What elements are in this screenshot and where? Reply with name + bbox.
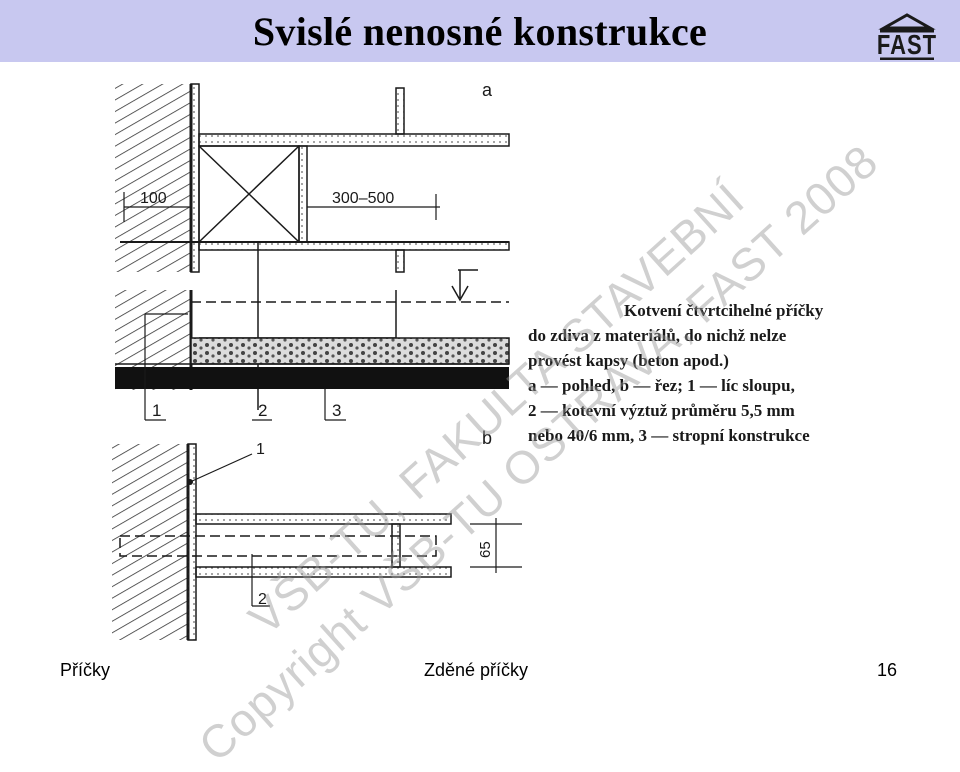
- dim-65-label: 65: [477, 541, 494, 558]
- title-bar: [0, 0, 960, 62]
- figure-caption: Kotvení čtvrtcihelné příčky do zdiva z m…: [528, 298, 868, 448]
- logo-text: FAST: [876, 28, 938, 60]
- footer-section: Příčky: [60, 660, 111, 680]
- caption-line: 2 — kotevní výztuž průměru 5,5 mm: [528, 401, 795, 420]
- column-hatch-b: [112, 444, 188, 640]
- view-a-label: a: [482, 80, 493, 100]
- floor-fill: [190, 337, 510, 365]
- footer-topic: Zděné příčky: [424, 660, 529, 680]
- caption-line: nebo 40/6 mm, 3 — stropní konstrukce: [528, 426, 810, 445]
- caption-line: a — pohled, b — řez; 1 — líc sloupu,: [528, 376, 795, 395]
- building-logo-icon: [878, 13, 936, 61]
- section-a: 1 2 3 b: [115, 269, 510, 448]
- anchoring-drawing: 100 300–500 a 1 2 3 b: [112, 80, 522, 641]
- caption-line: provést kapsy (beton apod.): [528, 351, 729, 370]
- caption-line: Kotvení čtvrtcihelné příčky: [624, 301, 824, 320]
- view-b-label: b: [482, 428, 492, 448]
- caption-line: do zdiva z materiálů, do nichž nelze: [528, 326, 787, 345]
- marker-2: 2: [258, 401, 267, 420]
- section-b: 65 1 2: [112, 441, 522, 641]
- view-a: 100 300–500 a: [115, 80, 510, 410]
- dim-300-500-label: 300–500: [332, 190, 394, 207]
- slide-title: Svislé nenosné konstrukce: [252, 9, 708, 54]
- floor-slab: [115, 367, 509, 389]
- page-number: 16: [877, 660, 898, 680]
- column-hatch-a: [115, 84, 191, 272]
- fast-logo: FAST: [876, 12, 938, 61]
- marker-3: 3: [332, 401, 341, 420]
- marker-1: 1: [152, 401, 161, 420]
- marker-b2: 2: [258, 591, 267, 608]
- marker-b1: 1: [256, 441, 265, 458]
- anchor-reinforcement: [119, 535, 437, 557]
- dim-100-label: 100: [140, 190, 167, 207]
